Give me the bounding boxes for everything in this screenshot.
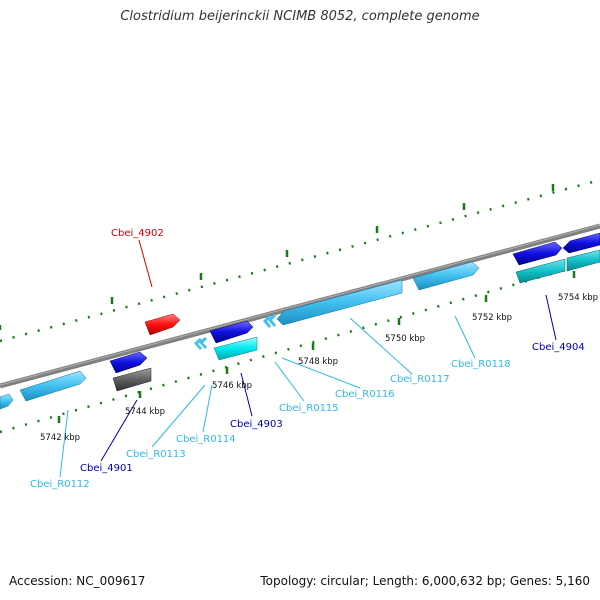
gene-cyan-r0114[interactable] [213, 336, 258, 361]
gene-light-edge[interactable] [0, 393, 14, 410]
gene-teal-r0118a[interactable] [515, 258, 566, 284]
genome-backbone [0, 223, 600, 389]
scale-label: 5750 kbp [385, 334, 425, 344]
gene-teal-r0118b[interactable] [566, 249, 600, 272]
map-title: Clostridium beijerinckii NCIMB 8052, com… [120, 9, 480, 24]
gene-red-4902[interactable] [144, 313, 181, 336]
trna-r0115b[interactable] [268, 314, 276, 327]
scale-label: 5752 kbp [472, 313, 512, 323]
gene-gray-4901[interactable] [112, 367, 152, 392]
gene-light-r0116[interactable] [276, 279, 403, 326]
leader-r0117 [349, 317, 413, 375]
leader-4903 [240, 372, 253, 417]
scale-label: 5746 kbp [212, 381, 252, 391]
gene-label-r0112[interactable]: Cbei_R0112 [30, 479, 90, 490]
gene-label-r0117[interactable]: Cbei_R0117 [390, 374, 450, 385]
gene-label-r0115[interactable]: Cbei_R0115 [279, 403, 339, 414]
leader-r0116 [281, 357, 361, 389]
leader-lines [59, 239, 557, 478]
gene-dark-left[interactable] [109, 351, 148, 374]
accession-text: Accession: NC_009617 [9, 574, 146, 588]
gene-dark-4903-upper[interactable] [209, 320, 254, 344]
gene-label-4904[interactable]: Cbei_4904 [532, 342, 585, 353]
leader-4901 [100, 399, 138, 462]
genes-upper [109, 232, 600, 374]
gene-light-r0112[interactable] [19, 370, 87, 402]
gene-label-r0114[interactable]: Cbei_R0114 [176, 434, 236, 445]
inner-major-ticks [57, 271, 576, 423]
inner-tick-track [0, 258, 600, 434]
scale-label: 5748 kbp [298, 357, 338, 367]
genes-lower [0, 249, 600, 410]
leader-r0113 [151, 384, 206, 448]
gene-dark-4904-a[interactable] [512, 241, 563, 266]
scale-label: 5744 kbp [125, 407, 165, 417]
scale-label: 5754 kbp [558, 293, 598, 303]
gene-labels: Cbei_4902 Cbei_4901 Cbei_R0112 Cbei_R011… [30, 228, 585, 490]
outer-major-ticks [0, 184, 555, 330]
gene-label-4902[interactable]: Cbei_4902 [111, 228, 164, 239]
genome-backbone-highlight [0, 224, 600, 386]
leader-4902 [138, 239, 153, 288]
scale-label: 5742 kbp [40, 433, 80, 443]
leader-r0114 [202, 384, 213, 433]
gene-label-r0118[interactable]: Cbei_R0118 [451, 359, 511, 370]
gene-label-r0113[interactable]: Cbei_R0113 [126, 449, 186, 460]
gene-label-4903[interactable]: Cbei_4903 [230, 419, 283, 430]
gene-light-r0117[interactable] [412, 261, 480, 291]
scale-labels: 5742 kbp 5744 kbp 5746 kbp 5748 kbp 5750… [40, 293, 598, 443]
leader-r0112 [59, 409, 69, 478]
trna-r0115[interactable] [263, 315, 271, 328]
leader-4904 [545, 294, 557, 341]
leader-r0115 [274, 361, 305, 402]
gene-label-r0116[interactable]: Cbei_R0116 [335, 389, 395, 400]
gene-dark-4904-b[interactable] [562, 232, 600, 254]
trna-r0113[interactable] [194, 338, 202, 350]
leader-r0118 [454, 315, 476, 359]
genome-info-text: Topology: circular; Length: 6,000,632 bp… [260, 574, 590, 588]
trna-r0113b[interactable] [199, 337, 207, 349]
gene-label-4901[interactable]: Cbei_4901 [80, 463, 133, 474]
